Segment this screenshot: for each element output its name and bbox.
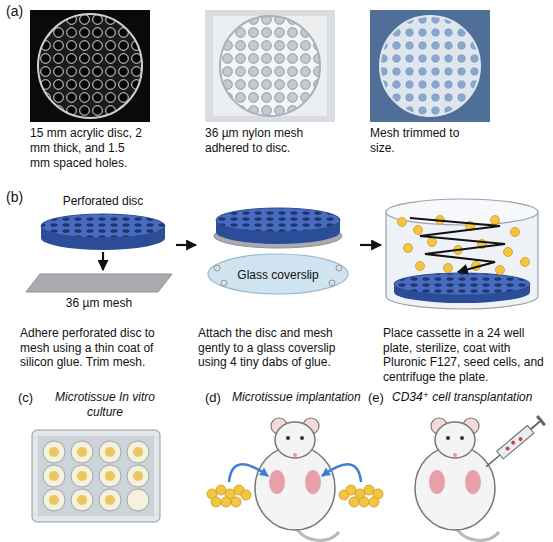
disc-part: Perforated disc <box>41 194 165 250</box>
nylon-mesh-sheet <box>26 274 172 292</box>
well-plate-photo <box>32 430 160 522</box>
panel-title: Microtissue In vitro culture <box>50 390 160 420</box>
implantation-scene <box>207 418 383 540</box>
step-arrow <box>360 244 381 246</box>
photo-caption: 15 mm acrylic disc, 2 mm thick, and 1.5 … <box>30 126 148 171</box>
step-panel: Attach the disc and mesh gently to a gla… <box>198 196 358 386</box>
step-panel: Adhere perforated disc to mesh using a t… <box>20 196 174 386</box>
panel-title: CD34⁺ cell transplantation <box>392 390 532 405</box>
photo-caption: 36 µm nylon mesh adhered to disc. <box>205 126 335 156</box>
photo-trimmed-disc <box>370 10 490 122</box>
transplantation-scene <box>415 415 546 540</box>
photo-caption: Mesh trimmed to size. <box>370 126 470 156</box>
panel-letter: (b) <box>6 190 23 205</box>
photo-disc <box>30 10 150 122</box>
part-label: Glass coverslip <box>237 268 318 283</box>
syringe <box>482 415 546 471</box>
step-caption: Attach the disc and mesh gently to a gla… <box>198 326 358 370</box>
panel-letter: (d) <box>205 390 221 405</box>
part-label: Perforated disc <box>63 194 144 209</box>
mesh-part: 36 µm mesh <box>26 272 172 310</box>
well-cassette <box>386 199 538 309</box>
step-arrow <box>176 244 196 246</box>
coverslip-assembly <box>208 208 348 294</box>
step-caption: Place cassette in a 24 well plate, steri… <box>383 326 547 384</box>
step-arrow <box>102 252 104 270</box>
part-label: 36 µm mesh <box>66 296 132 311</box>
perforated-disc-3d <box>41 214 165 250</box>
coverslip-part: Glass coverslip <box>215 264 341 286</box>
panel-title: Microtissue implantation <box>232 390 361 405</box>
photo-mesh-disc <box>205 10 335 122</box>
panel-letter: (e) <box>368 390 384 405</box>
panel-letter: (c) <box>18 390 33 405</box>
step-panel: Place cassette in a 24 well plate, steri… <box>383 196 547 386</box>
panel-letter: (a) <box>6 4 23 19</box>
step-caption: Adhere perforated disc to mesh using a t… <box>20 326 174 370</box>
